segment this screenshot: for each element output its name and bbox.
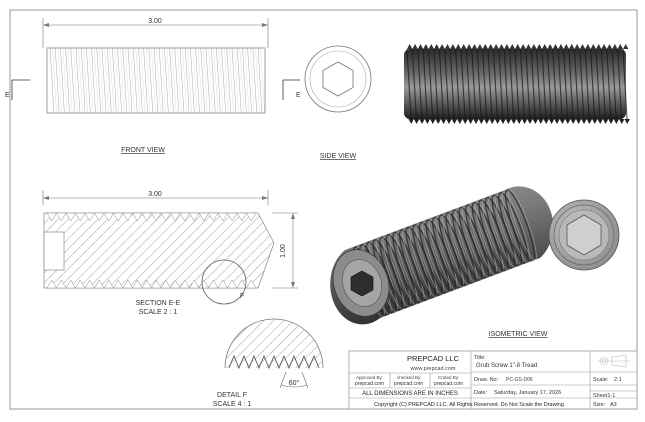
company-name: PREPCAD LLC <box>407 354 460 363</box>
front-view-label: FRONT VIEW <box>121 147 165 154</box>
detail-thread-teeth <box>228 354 320 370</box>
section-thread-top <box>46 212 257 222</box>
copyright-text: Copyright (C) PREPCAD LLC. All Rights Re… <box>374 402 564 408</box>
date-label: Date: <box>474 390 488 396</box>
draw-no-value: PC-GS-D06 <box>506 377 533 383</box>
side-view: E SIDE VIEW <box>282 45 372 160</box>
front-thread-lines <box>49 47 265 114</box>
shaded-render <box>404 44 630 124</box>
side-view-label: SIDE VIEW <box>320 153 357 160</box>
section-height-dimension: 1.00 <box>280 244 287 258</box>
end-hex-socket-icon <box>566 214 602 256</box>
size-label: Size: <box>593 402 606 408</box>
detail-label: DETAIL F <box>217 392 247 399</box>
detail-callout-marker: F <box>240 293 244 300</box>
scale-value: 2:1 <box>614 377 622 383</box>
draw-no-label: Draw. No: <box>474 377 499 383</box>
created-by-label: Crated By: <box>438 375 459 380</box>
shaded-thread-lines <box>406 48 628 120</box>
date-value: Saturday, January 17, 2026 <box>494 390 561 396</box>
checked-by-label: checked By: <box>397 375 422 380</box>
section-thread-bottom <box>46 279 257 289</box>
section-width-dimension: 3.00 <box>148 191 162 198</box>
title-block: PREPCAD LLC www.prepcad.com Approved By:… <box>348 350 638 410</box>
front-view-dimension: 3.00 <box>148 18 162 25</box>
detail-callout-circle <box>201 259 247 305</box>
approved-by-label: Approved By: <box>356 375 383 380</box>
title-label: Title: <box>474 355 486 361</box>
detail-scale-label: SCALE 4 : 1 <box>213 401 252 408</box>
hex-socket-icon <box>322 61 354 97</box>
scale-label: Scale: <box>593 377 609 383</box>
isometric-view: ISOMETRIC VIEW <box>330 186 620 338</box>
front-view: 3.00 E FRONT VIEW <box>5 18 269 154</box>
created-by-value: prepcad.com <box>434 381 463 387</box>
size-value: A3 <box>610 402 617 408</box>
approved-by-value: prepcad.com <box>355 381 384 387</box>
front-section-marker: E <box>5 92 10 99</box>
section-view: 3.00 1.00 F SECTION E-E SCALE 2 : 1 <box>42 190 298 316</box>
sheet-border <box>9 9 638 410</box>
company-website: www.prepcad.com <box>410 366 456 372</box>
section-label: SECTION E-E <box>136 300 181 307</box>
detail-view: 60° DETAIL F SCALE 4 : 1 <box>213 318 324 408</box>
detail-angle-label: 60° <box>289 379 300 387</box>
sheet-value: Sheet1-1 <box>593 393 615 399</box>
isometric-view-label: ISOMETRIC VIEW <box>489 331 548 338</box>
title-value: Grub Screw 1"-8 Tread <box>476 363 537 369</box>
iso-hex-socket-icon <box>350 270 374 297</box>
checked-by-value: prepcad.com <box>394 381 423 387</box>
shaded-thread-teeth <box>407 44 630 124</box>
side-section-marker: E <box>296 92 301 99</box>
dimensions-note: ALL DIMENSIONS ARE IN INCHES <box>362 391 458 397</box>
section-scale-label: SCALE 2 : 1 <box>139 309 178 316</box>
projection-symbol-icon <box>598 354 630 368</box>
